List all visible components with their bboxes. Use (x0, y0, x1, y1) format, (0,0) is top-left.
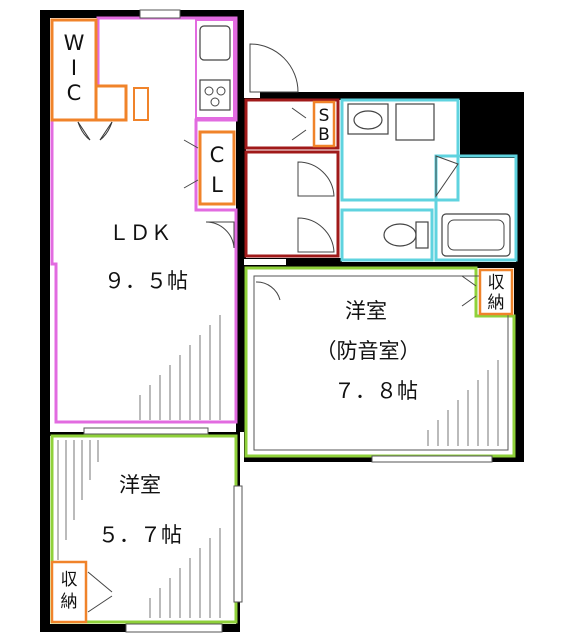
hall-outline (244, 98, 340, 258)
cl-door (183, 139, 199, 189)
wic-extension (94, 84, 128, 122)
storage-right-door (461, 275, 477, 307)
window-ldk-bottom (83, 427, 209, 435)
western-right-outline (244, 266, 516, 458)
wic-letter-3: C (67, 81, 82, 105)
storage-left-char-2: 納 (61, 592, 78, 612)
western-left-window-hatching (57, 440, 221, 618)
wet-area-outline (340, 98, 518, 262)
western-right-door (255, 281, 281, 301)
window-western-left-side (233, 485, 243, 603)
storage-right-outline (478, 268, 514, 316)
storage-left-outline (50, 560, 88, 624)
wic-shelf (133, 87, 149, 121)
toilet-icon (383, 221, 429, 249)
bathtub-icon (441, 213, 511, 257)
sink-icon (199, 25, 231, 61)
window-western-left-bottom (125, 623, 223, 633)
sb-door (291, 107, 307, 141)
cl-letter-1: C (210, 143, 225, 167)
sb-outline (312, 100, 336, 148)
stove-burner-icon (204, 86, 214, 96)
storage-right-char-2: 納 (488, 293, 505, 313)
hall-door-1 (297, 161, 335, 197)
wic-letter-2: I (71, 56, 77, 80)
western-right-name: 洋室 (345, 299, 387, 323)
washbasin-icon (347, 103, 389, 135)
wic-outline (50, 18, 98, 122)
storage-right-char-1: 収 (488, 273, 505, 293)
ldk-size: ９．５帖 (104, 269, 188, 293)
washing-machine-icon (395, 103, 435, 141)
kitchen-counter (195, 19, 235, 119)
ldk-window-hatching (139, 315, 221, 420)
ldk-door (205, 221, 235, 249)
cl-label: C L (210, 143, 225, 197)
wic-letter-1: W (64, 31, 85, 55)
western-left-size: ５．７帖 (98, 523, 182, 547)
storage-left-char-1: 収 (61, 570, 78, 590)
window-western-right (371, 455, 493, 463)
wic-door (77, 121, 113, 141)
entrance-door (249, 43, 299, 93)
hall-door-2 (297, 217, 335, 253)
western-left-outline (50, 434, 238, 624)
sb-letter-2: B (318, 125, 330, 145)
western-right-note: （防音室） (316, 339, 421, 363)
window-top (139, 9, 181, 19)
sb-letter-1: S (319, 106, 330, 126)
storage-left-door (87, 571, 113, 613)
cl-outline (198, 130, 236, 206)
western-left-name: 洋室 (119, 473, 161, 497)
western-right-size: ７．８帖 (334, 379, 418, 403)
western-right-window-hatching (427, 360, 499, 446)
wic-label: W I C (64, 31, 85, 105)
bath-door (435, 155, 459, 198)
ldk-name: ＬＤＫ (109, 221, 172, 245)
cl-letter-2: L (211, 173, 223, 197)
